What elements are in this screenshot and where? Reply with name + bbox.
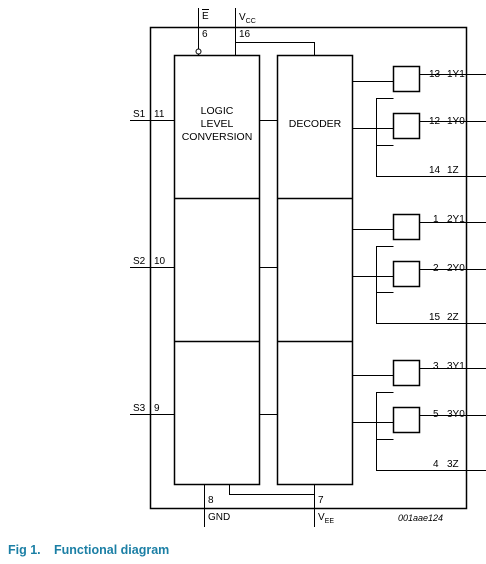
switch-2y0 <box>392 260 421 288</box>
pin-label-3y0: 3Y0 <box>447 409 465 420</box>
pin-label-1y0: 1Y0 <box>447 116 465 127</box>
vee-to-logic-wire <box>229 484 315 495</box>
figure-title: Functional diagram <box>54 543 170 557</box>
vee-pin-number: 7 <box>318 495 324 506</box>
logic-level-conversion-block <box>173 54 261 486</box>
enable-inversion-bubble <box>195 48 202 55</box>
vcc-to-decoder-wire <box>235 42 315 56</box>
drawing-reference: 001aae124 <box>398 513 443 523</box>
figure-caption: Fig 1. Functional diagram <box>8 543 169 557</box>
wiring <box>130 8 486 527</box>
pin-number-1y1: 13 <box>429 69 441 80</box>
channel-2-switches <box>352 222 486 324</box>
pin-label-1z: 1Z <box>447 165 459 176</box>
switch-3y0 <box>392 406 421 434</box>
s3-label: S3 <box>133 403 146 414</box>
enable-label: E <box>202 11 209 22</box>
switch-2y1 <box>392 213 421 241</box>
decoder-label: DECODER <box>289 118 342 130</box>
s2-pin-number: 10 <box>154 256 166 267</box>
channel-3-switches <box>352 368 486 471</box>
vee-label: VEE <box>318 512 334 525</box>
channel-1-switches <box>352 74 486 177</box>
gnd-pin-number: 8 <box>208 495 214 506</box>
pin-number-2z: 15 <box>429 312 441 323</box>
pin-number-3y1: 3 <box>433 361 439 372</box>
enable-pin-number: 6 <box>202 29 208 40</box>
pin-label-3z: 3Z <box>447 459 459 470</box>
logic-label-line-2: LEVEL <box>201 118 234 130</box>
pin-number-1z: 14 <box>429 165 441 176</box>
switch-1y1 <box>392 65 421 93</box>
gnd-label: GND <box>208 512 230 523</box>
pin-label-1y1: 1Y1 <box>447 69 465 80</box>
pin-number-3z: 4 <box>433 459 439 470</box>
pin-number-2y0: 2 <box>433 263 439 274</box>
s1-label: S1 <box>133 109 146 120</box>
pin-label-2y1: 2Y1 <box>447 214 465 225</box>
pin-number-2y1: 1 <box>433 214 439 225</box>
logic-label-line-1: LOGIC <box>201 105 234 117</box>
pin-number-1y0: 12 <box>429 116 441 127</box>
vcc-pin-number: 16 <box>239 29 251 40</box>
s1-pin-number: 11 <box>154 109 165 120</box>
vcc-label: VCC <box>239 12 256 25</box>
s2-label: S2 <box>133 256 146 267</box>
pin-label-2y0: 2Y0 <box>447 263 465 274</box>
switch-3y1 <box>392 359 421 387</box>
pin-label-2z: 2Z <box>447 312 459 323</box>
pin-label-3y1: 3Y1 <box>447 361 465 372</box>
logic-label-line-3: CONVERSION <box>182 131 253 143</box>
figure-number: Fig 1. <box>8 543 41 557</box>
s3-pin-number: 9 <box>154 403 160 414</box>
switch-1y0 <box>392 112 421 140</box>
pin-number-3y0: 5 <box>433 409 439 420</box>
